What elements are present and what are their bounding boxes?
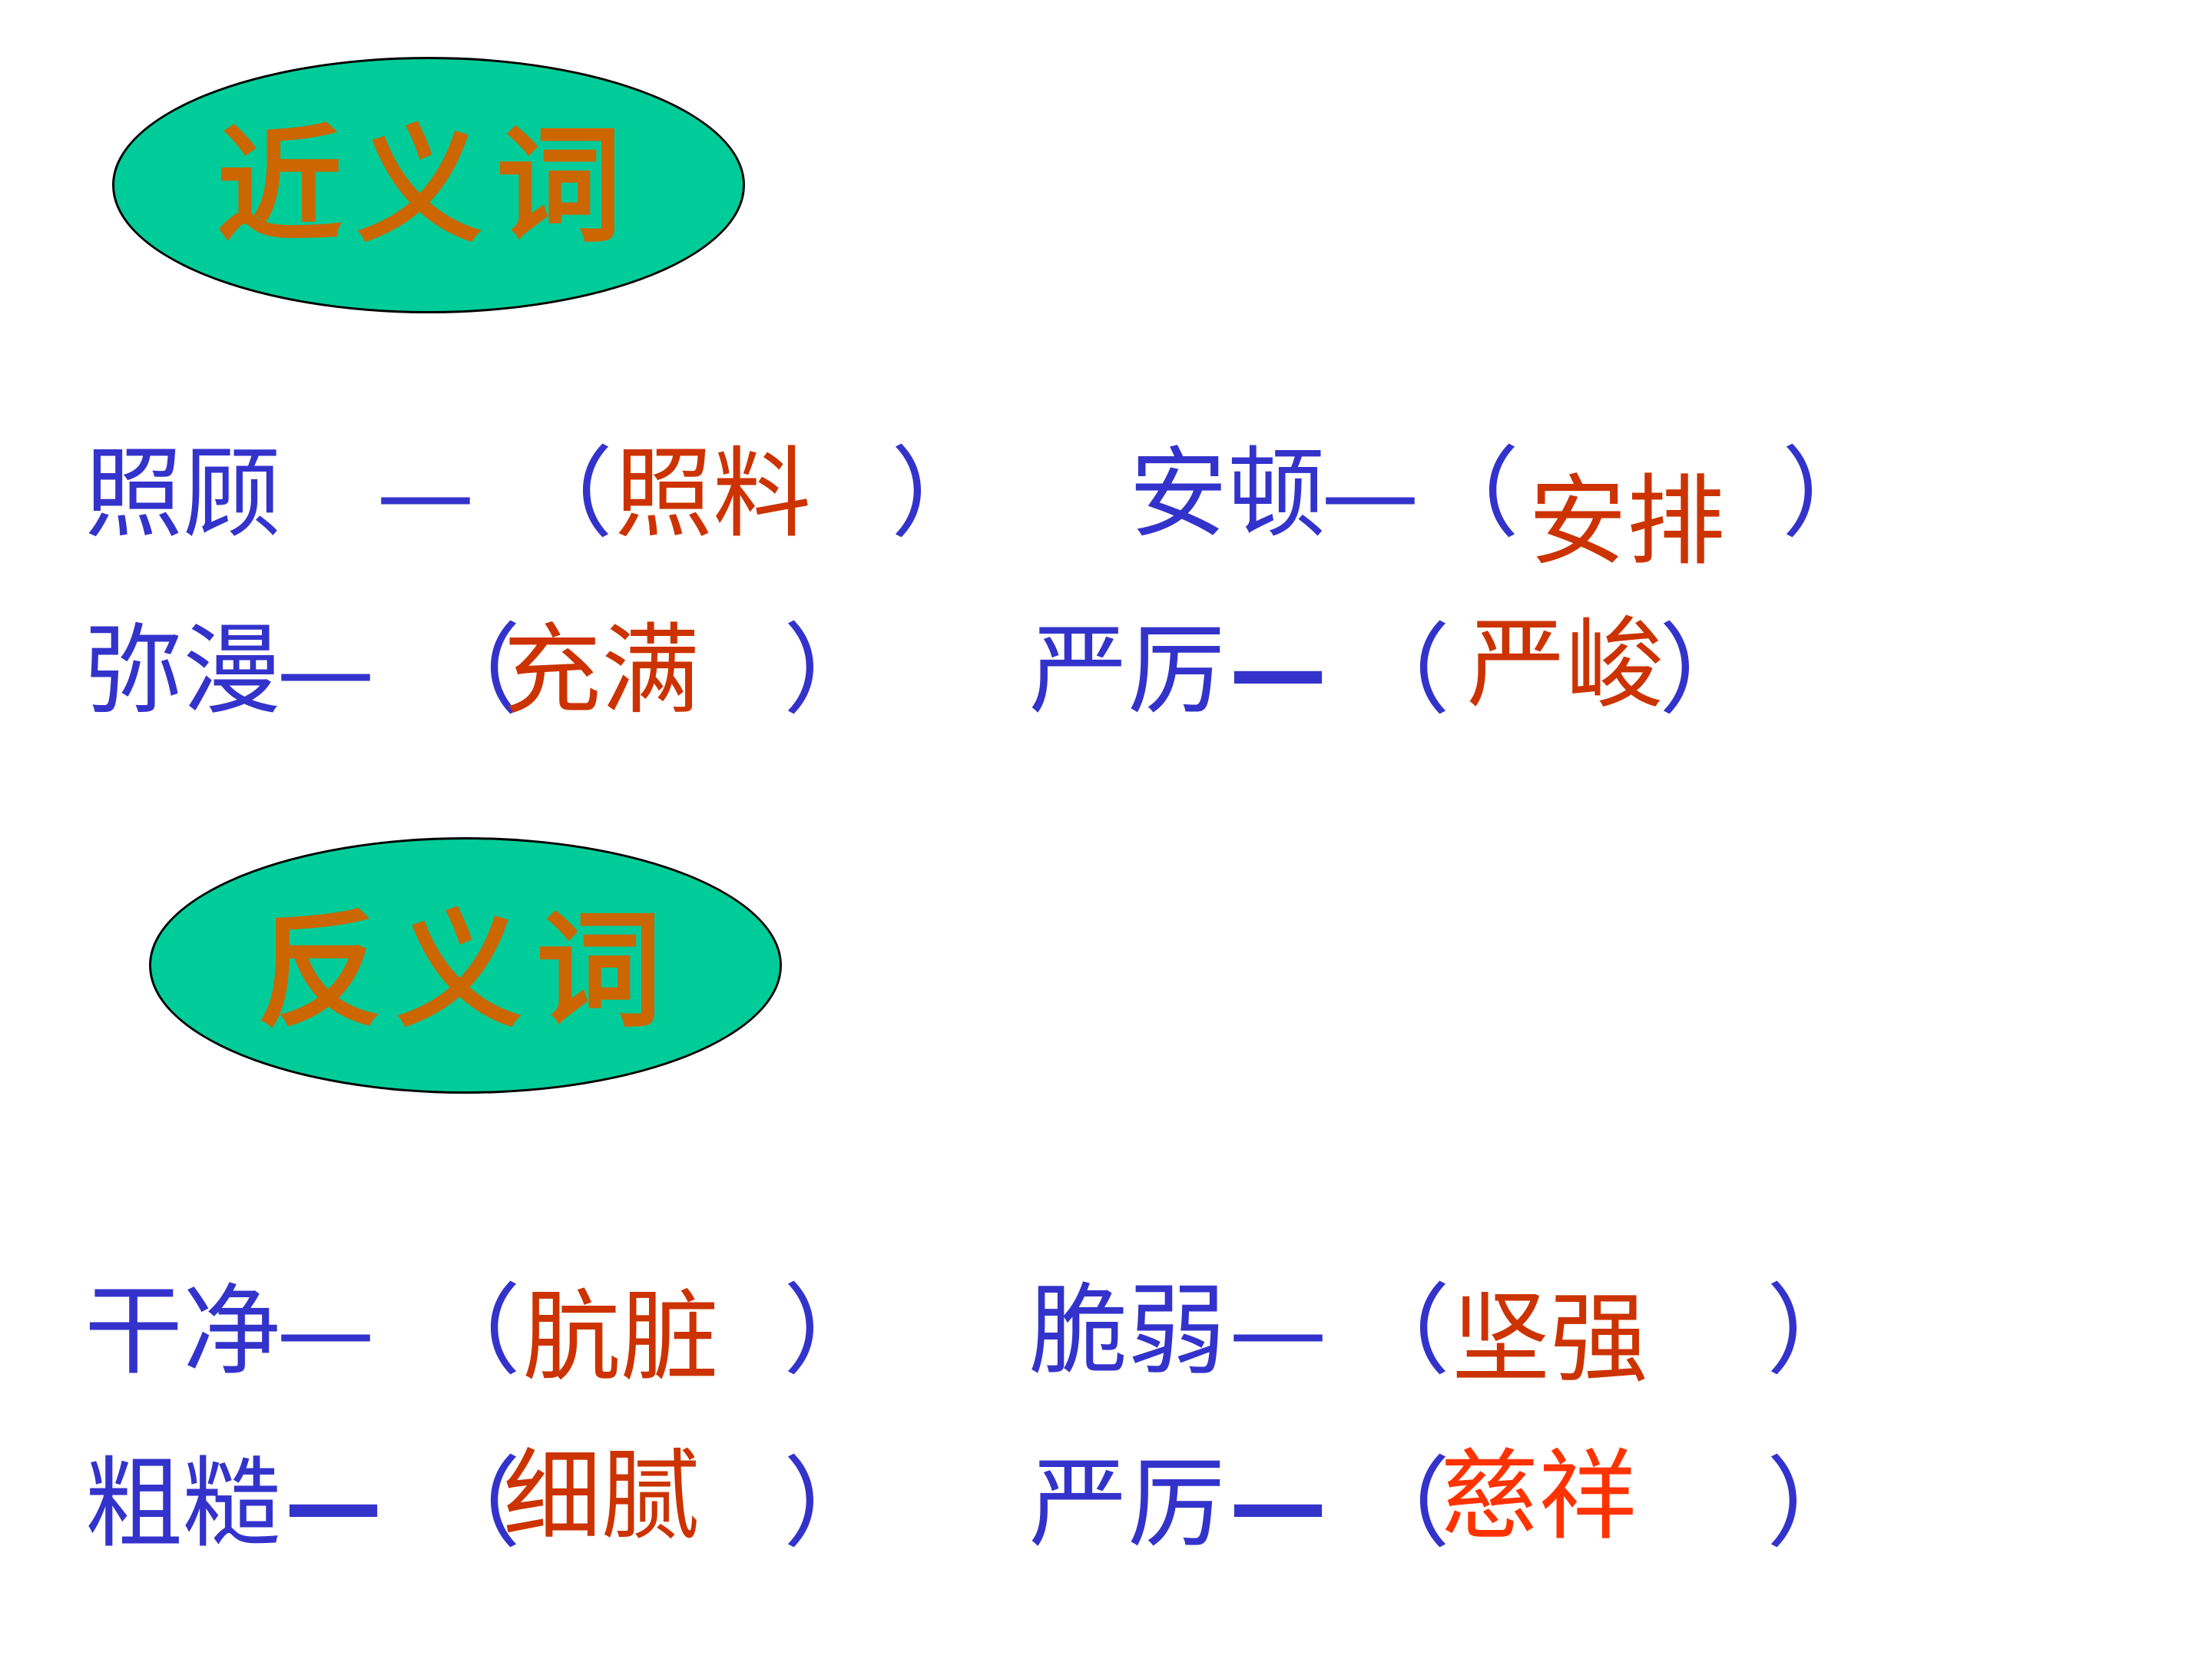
antonym-pair-1: 干净 — （ 肮脏 ） — [84, 1283, 929, 1390]
close-paren: ） — [1659, 614, 1758, 728]
dash: — — [276, 1274, 375, 1389]
answer-word: 慈祥 — [1440, 1439, 1637, 1554]
synonym-pair-2: 安顿 — （ 安排 ） — [1129, 437, 1897, 571]
prompt-word: 安顿 — [1129, 437, 1326, 551]
answer-word: 肮脏 — [522, 1280, 720, 1395]
close-paren: ） — [783, 614, 882, 728]
close-paren: ） — [783, 1447, 882, 1561]
prompt-word: 严厉 — [1029, 614, 1227, 728]
dash: — — [1229, 1447, 1327, 1561]
dash: — — [1229, 1274, 1327, 1389]
prompt-word: 干净 — [84, 1274, 282, 1389]
antonym-heading: 反义词 — [257, 896, 677, 1045]
dash: — — [1229, 614, 1327, 728]
open-paren: （ — [1352, 1274, 1451, 1389]
antonym-pair-2: 脆弱 — （ 坚强 ） — [1029, 1283, 1874, 1390]
open-paren: （ — [1352, 614, 1451, 728]
synonym-pair-4: 严厉 — （ 严峻 ） — [1029, 614, 1797, 730]
close-paren: ） — [1782, 437, 1881, 551]
close-paren: ） — [891, 437, 990, 551]
close-paren: ） — [1767, 1447, 1866, 1561]
dash: — — [1321, 437, 1419, 551]
open-paren: （ — [1421, 437, 1520, 551]
synonym-heading: 近义词 — [217, 111, 637, 260]
antonym-pair-4: 严厉 — （ 慈祥 ） — [1029, 1447, 1874, 1563]
prompt-word: 脆弱 — [1029, 1274, 1227, 1389]
synonym-pair-1: 照顾 — （ 照料 ） — [84, 445, 991, 553]
open-paren: （ — [515, 437, 614, 551]
dash: — — [376, 437, 475, 551]
answer-word: 坚强 — [1452, 1282, 1649, 1396]
prompt-word: 弥漫 — [84, 614, 282, 728]
open-paren: （ — [422, 1274, 522, 1389]
answer-word: 充满 — [503, 614, 700, 728]
answer-word: 照料 — [614, 437, 812, 551]
open-paren: （ — [422, 1447, 522, 1561]
answer-word: 严峻 — [1467, 608, 1664, 722]
close-paren: ） — [783, 1274, 882, 1389]
antonym-pair-3: 粗糙 — （ 细腻 ） — [84, 1447, 929, 1563]
close-paren: ） — [1767, 1274, 1866, 1389]
answer-word: 安排 — [1528, 465, 1726, 579]
prompt-word: 粗糙 — [84, 1447, 282, 1561]
antonym-heading-oval — [149, 837, 782, 1094]
prompt-word: 照顾 — [84, 437, 282, 551]
prompt-word: 严厉 — [1029, 1447, 1227, 1561]
open-paren: （ — [422, 614, 522, 728]
open-paren: （ — [1352, 1447, 1451, 1561]
dash: — — [284, 1447, 382, 1561]
dash: — — [276, 614, 375, 728]
synonym-pair-3: 弥漫 — （ 充满 ） — [84, 622, 929, 730]
synonym-heading-oval — [112, 57, 745, 313]
answer-word: 细腻 — [503, 1439, 700, 1554]
